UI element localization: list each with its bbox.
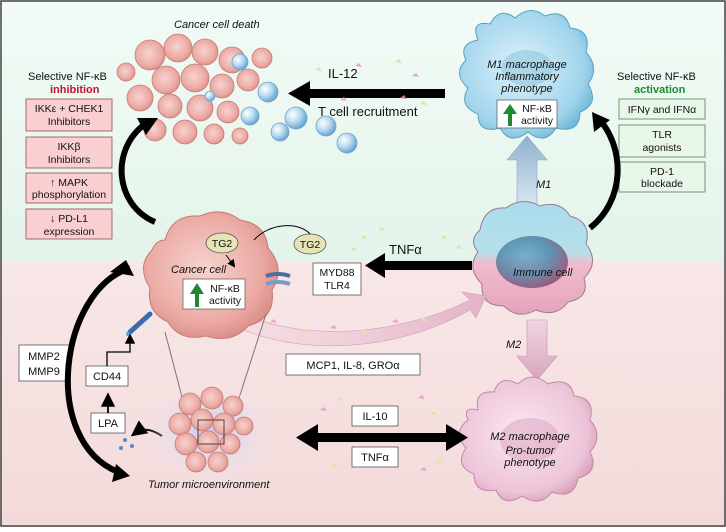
left-item-1-line2: Inhibitors — [48, 116, 91, 128]
m2-subtitle-1: Pro-tumor — [506, 445, 556, 457]
cancer-nfkb-line1: NF-κB — [210, 283, 240, 295]
left-item-1-line1: IKKε + CHEK1 — [35, 103, 104, 115]
left-panel-subtitle: inhibition — [50, 84, 100, 96]
cancer-cell-death-label: Cancer cell death — [174, 19, 260, 31]
m1-title: M1 macrophage — [487, 59, 567, 71]
lpa-box: LPA — [90, 412, 126, 434]
cytokine-dots-top — [315, 59, 427, 105]
left-item-3-line2: phosphorylation — [32, 189, 106, 201]
right-panel-subtitle: activation — [634, 84, 686, 96]
mmp-curve-arrow — [64, 265, 131, 475]
tnfa-top-label: TNFα — [389, 242, 422, 257]
mcp-label: MCP1, IL-8, GROα — [306, 360, 400, 372]
right-panel-boxes: IFNγ and IFNα TLR agonists PD-1 blockade — [618, 98, 706, 193]
m2-title: M2 macrophage — [490, 431, 570, 443]
m2-arrow-label: M2 — [506, 339, 521, 351]
tg2-a-label: TG2 — [212, 238, 233, 250]
right-item-1: IFNγ and IFNα — [628, 104, 697, 116]
tg2-oval-a: TG2 — [205, 232, 239, 254]
tumor-cluster — [168, 386, 254, 473]
myd88-tlr4-box: MYD88 TLR4 — [312, 262, 362, 296]
cancer-up-arrow-icon — [190, 283, 204, 307]
right-item-2-line1: TLR — [652, 129, 672, 141]
cytokine-dots-bottom — [320, 395, 443, 471]
right-item-3-line1: PD-1 — [650, 166, 674, 178]
lpa-dots — [119, 438, 134, 450]
m2-subtitle-2: phenotype — [503, 457, 555, 469]
tg2-connector — [253, 225, 311, 241]
cancer-nfkb-line2: activity — [209, 295, 242, 307]
right-panel-title: Selective NF-κB — [617, 71, 696, 83]
il10-label: IL-10 — [362, 411, 387, 423]
myd88-label: MYD88 — [319, 267, 354, 279]
mmp-box: MMP2 MMP9 — [18, 344, 70, 382]
m1-nfkb-box: NF-κB activity — [496, 99, 558, 129]
mcp-box: MCP1, IL-8, GROα — [285, 353, 421, 376]
immune-to-m1-curve-arrow — [588, 118, 621, 231]
mcp-arrow — [225, 291, 487, 347]
right-item-2-line2: agonists — [642, 142, 681, 154]
immune-cell — [472, 201, 593, 315]
tnfa-bottom-label: TNFα — [361, 452, 389, 464]
mmp2-label: MMP2 — [28, 351, 60, 363]
tnfa-bottom-box: TNFα — [351, 446, 399, 468]
dead-cancer-cells — [116, 33, 358, 154]
left-panel-title: Selective NF-κB — [28, 71, 107, 83]
tumor-zoom-box — [197, 419, 225, 445]
m1-nfkb-line2: activity — [521, 115, 554, 127]
lpa-label: LPA — [98, 418, 119, 430]
m1-up-arrow-icon — [503, 104, 517, 126]
m1-nfkb-line1: NF-κB — [522, 103, 552, 115]
tg2-b-label: TG2 — [300, 239, 321, 251]
tnfa-top-arrow — [365, 253, 472, 278]
tlr4-receptor-icon — [265, 272, 291, 286]
il12-label: IL-12 — [328, 66, 358, 81]
il10-tnfa-double-arrow — [296, 424, 468, 451]
cytokine-dots-mid — [350, 227, 462, 251]
immune-to-m1-curve-arrowhead — [592, 112, 610, 132]
left-item-4-line1: ↓ PD-L1 — [50, 213, 88, 225]
left-item-3-line1: ↑ MAPK — [50, 177, 88, 189]
left-item-4-line2: expression — [44, 226, 95, 238]
m2-macrophage — [459, 376, 598, 502]
tumor-microenvironment-label: Tumor microenvironment — [148, 479, 270, 491]
cancer-to-death-arrow — [118, 121, 157, 225]
tg2-oval-b: TG2 — [293, 233, 327, 255]
left-item-2-line1: IKKβ — [58, 141, 81, 153]
m1-macrophage — [459, 10, 594, 139]
m2-differentiation-arrow — [516, 319, 558, 381]
il12-arrow — [288, 81, 445, 106]
cd44-to-receptor-arrow — [106, 333, 136, 366]
mmp-curve-arrowhead-top — [110, 260, 134, 276]
cancer-to-death-arrowhead — [137, 118, 158, 135]
tlr4-label: TLR4 — [324, 280, 350, 292]
cd44-box: CD44 — [85, 365, 129, 387]
left-panel-boxes: IKKε + CHEK1 Inhibitors IKKβ Inhibitors … — [25, 98, 113, 240]
right-item-3-line2: blockade — [641, 178, 683, 190]
cancer-nfkb-box: NF-κB activity — [182, 278, 246, 310]
cd44-label: CD44 — [93, 371, 121, 383]
m1-subtitle-2: phenotype — [500, 83, 552, 95]
cancer-cell-label: Cancer cell — [171, 264, 227, 276]
left-item-2-line2: Inhibitors — [48, 154, 91, 166]
tg2-to-nfkb-arrow — [225, 254, 236, 268]
mmp9-label: MMP9 — [28, 366, 60, 378]
t-cell-recruitment-label: T cell recruitment — [318, 104, 418, 119]
il10-box: IL-10 — [351, 405, 399, 427]
m1-arrow-label: M1 — [536, 179, 551, 191]
immune-cell-label: Immune cell — [513, 267, 573, 279]
m1-subtitle-1: Inflammatory — [495, 71, 560, 83]
mmp-curve-arrowhead-bottom — [112, 464, 130, 482]
bottom-background — [0, 262, 726, 527]
m1-differentiation-arrow — [506, 135, 548, 206]
